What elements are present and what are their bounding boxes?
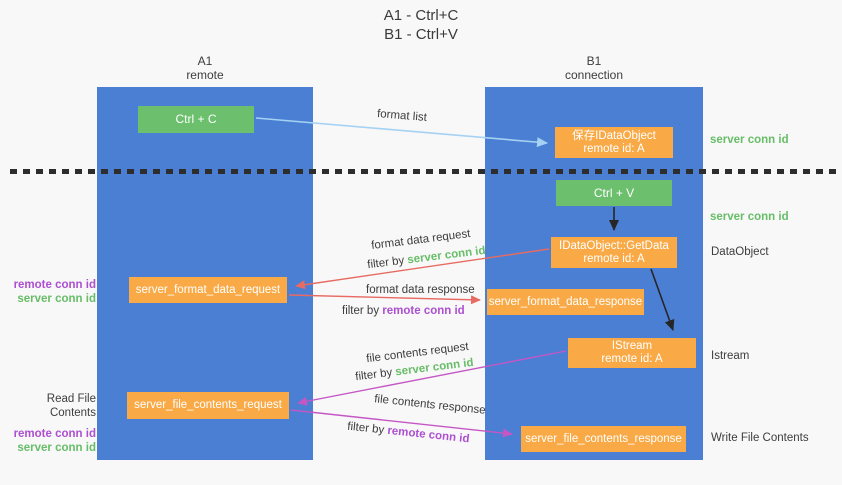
column-header-b1: B1 connection (485, 54, 703, 82)
node-save-idataobject-line1: 保存IDataObject (572, 129, 656, 142)
node-server-file-contents-response-label: server_file_contents_response (525, 432, 682, 445)
session-divider (10, 169, 836, 174)
node-istream-line1: IStream (611, 340, 653, 352)
filter-by-text: filter by (346, 420, 385, 437)
node-getdata: IDataObject::GetData remote id: A (551, 237, 677, 268)
column-a1-subtitle: remote (186, 68, 224, 82)
title-line-a1: A1 - Ctrl+C (383, 7, 459, 24)
node-server-format-data-response-label: server_format_data_response (488, 295, 643, 308)
node-server-format-data-response: server_format_data_response (487, 289, 644, 315)
remote-conn-id-keyword: remote conn id (386, 424, 471, 446)
node-server-file-contents-request-label: server_file_contents_request (134, 399, 282, 411)
diagram-title: A1 - Ctrl+C B1 - Ctrl+V (0, 6, 842, 44)
left-read-file-group: Read File Contents remote conn id server… (0, 392, 96, 455)
node-ctrl-v-label: Ctrl + V (593, 185, 635, 200)
server-conn-id-keyword: server conn id (406, 244, 487, 267)
left-server-conn-id-format: server conn id (17, 293, 96, 305)
title-line-b1: B1 - Ctrl+V (384, 26, 458, 43)
node-server-file-contents-request: server_file_contents_request (127, 392, 289, 419)
filter-by-text: filter by (354, 366, 393, 384)
node-ctrl-v: Ctrl + V (556, 180, 672, 206)
left-read-file-contents-label: Read File Contents (46, 393, 96, 419)
right-istream-label: Istream (711, 350, 750, 362)
remote-conn-id-keyword: remote conn id (382, 305, 465, 317)
column-a1-name: A1 (197, 54, 213, 68)
left-remote-conn-id-format: remote conn id (13, 279, 96, 291)
left-server-conn-id-file: server conn id (17, 442, 96, 454)
filter-by-text: filter by (342, 305, 380, 317)
node-ctrl-c: Ctrl + C (138, 106, 254, 133)
node-ctrl-c-label: Ctrl + C (175, 112, 217, 126)
column-header-a1: A1 remote (97, 54, 313, 82)
node-save-idataobject: 保存IDataObject remote id: A (555, 127, 673, 158)
label-filter-format-response: filter by remote conn id (342, 305, 465, 317)
label-file-contents-response: file contents response (373, 393, 487, 417)
node-server-format-data-request: server_format_data_request (129, 277, 287, 303)
right-write-file-contents-label: Write File Contents (711, 432, 809, 444)
label-format-data-response: format data response (366, 284, 475, 296)
node-server-format-data-request-label: server_format_data_request (135, 283, 281, 296)
node-save-idataobject-line2: remote id: A (583, 142, 645, 155)
left-conn-ids-format: remote conn id server conn id (0, 278, 96, 306)
column-b1-name: B1 (586, 54, 602, 68)
label-filter-file-response: filter by remote conn id (347, 421, 470, 446)
left-remote-conn-id-file: remote conn id (13, 428, 96, 440)
node-istream: IStream remote id: A (568, 338, 696, 368)
right-server-conn-id-top: server conn id (710, 134, 789, 146)
label-format-list: format list (376, 108, 428, 124)
column-b1-subtitle: connection (564, 68, 624, 82)
node-getdata-line2: remote id: A (583, 252, 645, 265)
node-istream-line2: remote id: A (601, 353, 663, 365)
filter-by-text: filter by (366, 254, 405, 272)
node-getdata-line1: IDataObject::GetData (559, 239, 669, 252)
node-server-file-contents-response: server_file_contents_response (521, 426, 686, 452)
right-dataobject-label: DataObject (711, 246, 769, 258)
right-server-conn-id-mid: server conn id (710, 211, 789, 223)
